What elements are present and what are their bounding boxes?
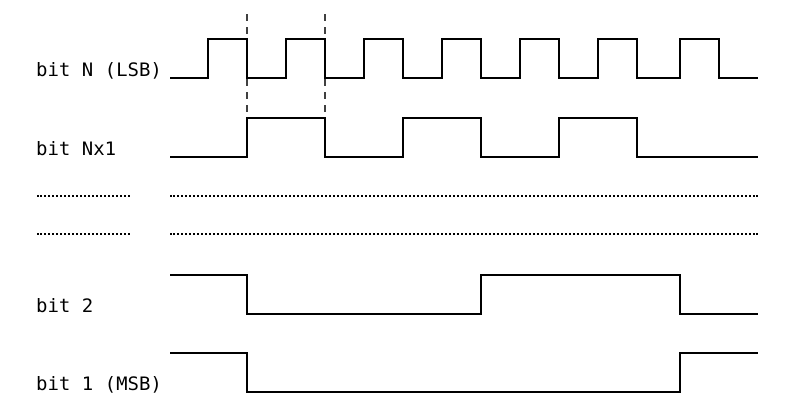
ellipsis-trace-dots-2: [170, 233, 758, 235]
wave-bit-nx1: [170, 117, 758, 158]
signal-label-bit-1-msb: bit 1 (MSB): [36, 373, 162, 395]
wave-bit-1-msb: [170, 352, 758, 393]
signal-label-bit-2: bit 2: [36, 295, 94, 317]
ellipsis-label-dots-1: [37, 195, 130, 197]
signal-label-bit-nx1: bit Nx1: [36, 138, 117, 160]
ellipsis-label-dots-2: [37, 233, 130, 235]
signal-label-bit-n-lsb: bit N (LSB): [36, 59, 162, 81]
wave-bit-n-lsb: [170, 38, 758, 79]
wave-bit-2: [170, 274, 758, 315]
ellipsis-trace-dots-1: [170, 195, 758, 197]
